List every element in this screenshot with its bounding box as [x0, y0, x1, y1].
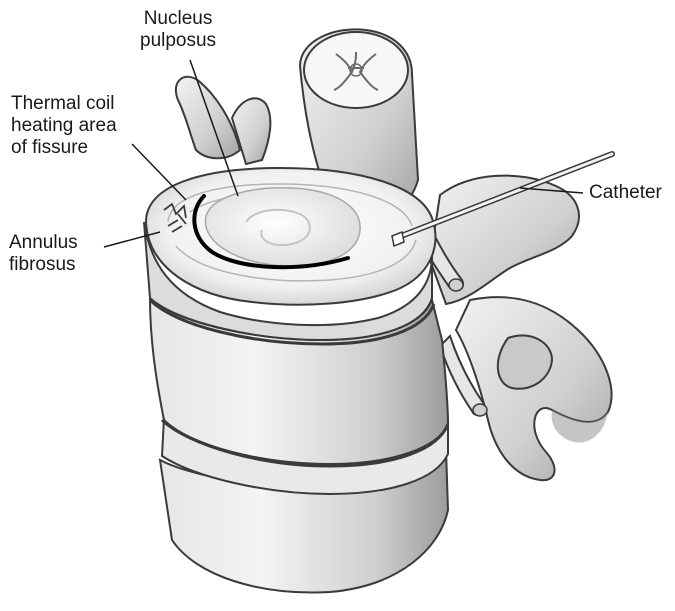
- left-transverse-process: [176, 77, 240, 158]
- label-line: pulposus: [140, 30, 216, 52]
- label-line: Thermal coil: [11, 93, 117, 115]
- label-catheter: Catheter: [589, 182, 662, 204]
- label-line: heating area: [11, 115, 117, 137]
- vertebral-body: [150, 298, 448, 593]
- left-articular-process: [232, 98, 270, 164]
- label-annulus-fibrosus: Annulus fibrosus: [9, 232, 78, 276]
- label-line: Catheter: [589, 182, 662, 204]
- label-nucleus-pulposus: Nucleus pulposus: [140, 8, 216, 52]
- label-thermal-coil: Thermal coil heating area of fissure: [11, 93, 117, 159]
- cord-cross-section: [304, 32, 408, 108]
- intervertebral-disc: [144, 168, 435, 340]
- label-line: Nucleus: [140, 8, 216, 30]
- label-line: Annulus: [9, 232, 78, 254]
- label-line: fibrosus: [9, 254, 78, 276]
- spinous-process: [456, 297, 611, 480]
- label-line: of fissure: [11, 137, 117, 159]
- leader-thermal: [132, 144, 186, 200]
